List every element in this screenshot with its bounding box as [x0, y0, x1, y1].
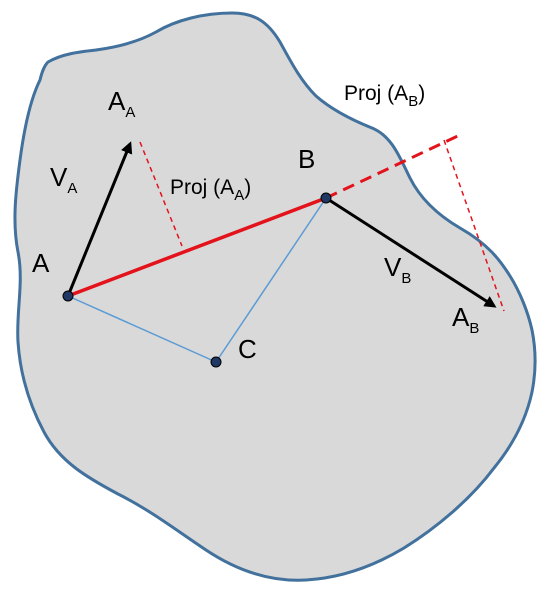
- line-a-c: [67, 295, 217, 363]
- label-proj-b: Proj (AB): [344, 82, 425, 110]
- line-ab-extension: [325, 132, 463, 200]
- label-ab-main: A: [452, 302, 470, 332]
- projection-guide-a: [139, 141, 183, 247]
- point-b-dot: [320, 192, 332, 204]
- label-va-sub: A: [67, 180, 77, 197]
- label-aa-sub: A: [125, 104, 135, 121]
- label-vb-sub: B: [401, 270, 411, 287]
- rigid-body-shape: [13, 11, 537, 582]
- label-ab-sub: B: [469, 320, 479, 337]
- vector-aa: [66, 141, 133, 297]
- label-point-b: B: [298, 144, 315, 174]
- label-aa: AA: [108, 86, 135, 121]
- line-a-b: [67, 196, 327, 298]
- label-proj-b-close: ): [418, 82, 425, 105]
- label-va-main: V: [50, 162, 68, 192]
- label-proj-a-main: Proj (A: [170, 176, 234, 199]
- label-point-a: A: [32, 248, 50, 278]
- point-a-dot: [62, 290, 74, 302]
- label-vb-main: V: [384, 252, 402, 282]
- label-proj-a-close: ): [244, 176, 251, 199]
- label-ab: AB: [452, 302, 479, 337]
- vector-ab: [325, 196, 497, 308]
- label-point-c: C: [238, 334, 257, 364]
- projection-guide-b: [443, 139, 505, 312]
- label-proj-a-sub: A: [234, 187, 244, 204]
- line-c-b: [215, 197, 327, 363]
- label-aa-main: A: [108, 86, 126, 116]
- label-vb: VB: [384, 252, 411, 287]
- label-proj-b-sub: B: [408, 93, 418, 110]
- point-c-dot: [210, 356, 222, 368]
- label-proj-a: Proj (AA): [170, 176, 251, 204]
- label-proj-b-main: Proj (A: [344, 82, 408, 105]
- label-va: VA: [50, 162, 77, 197]
